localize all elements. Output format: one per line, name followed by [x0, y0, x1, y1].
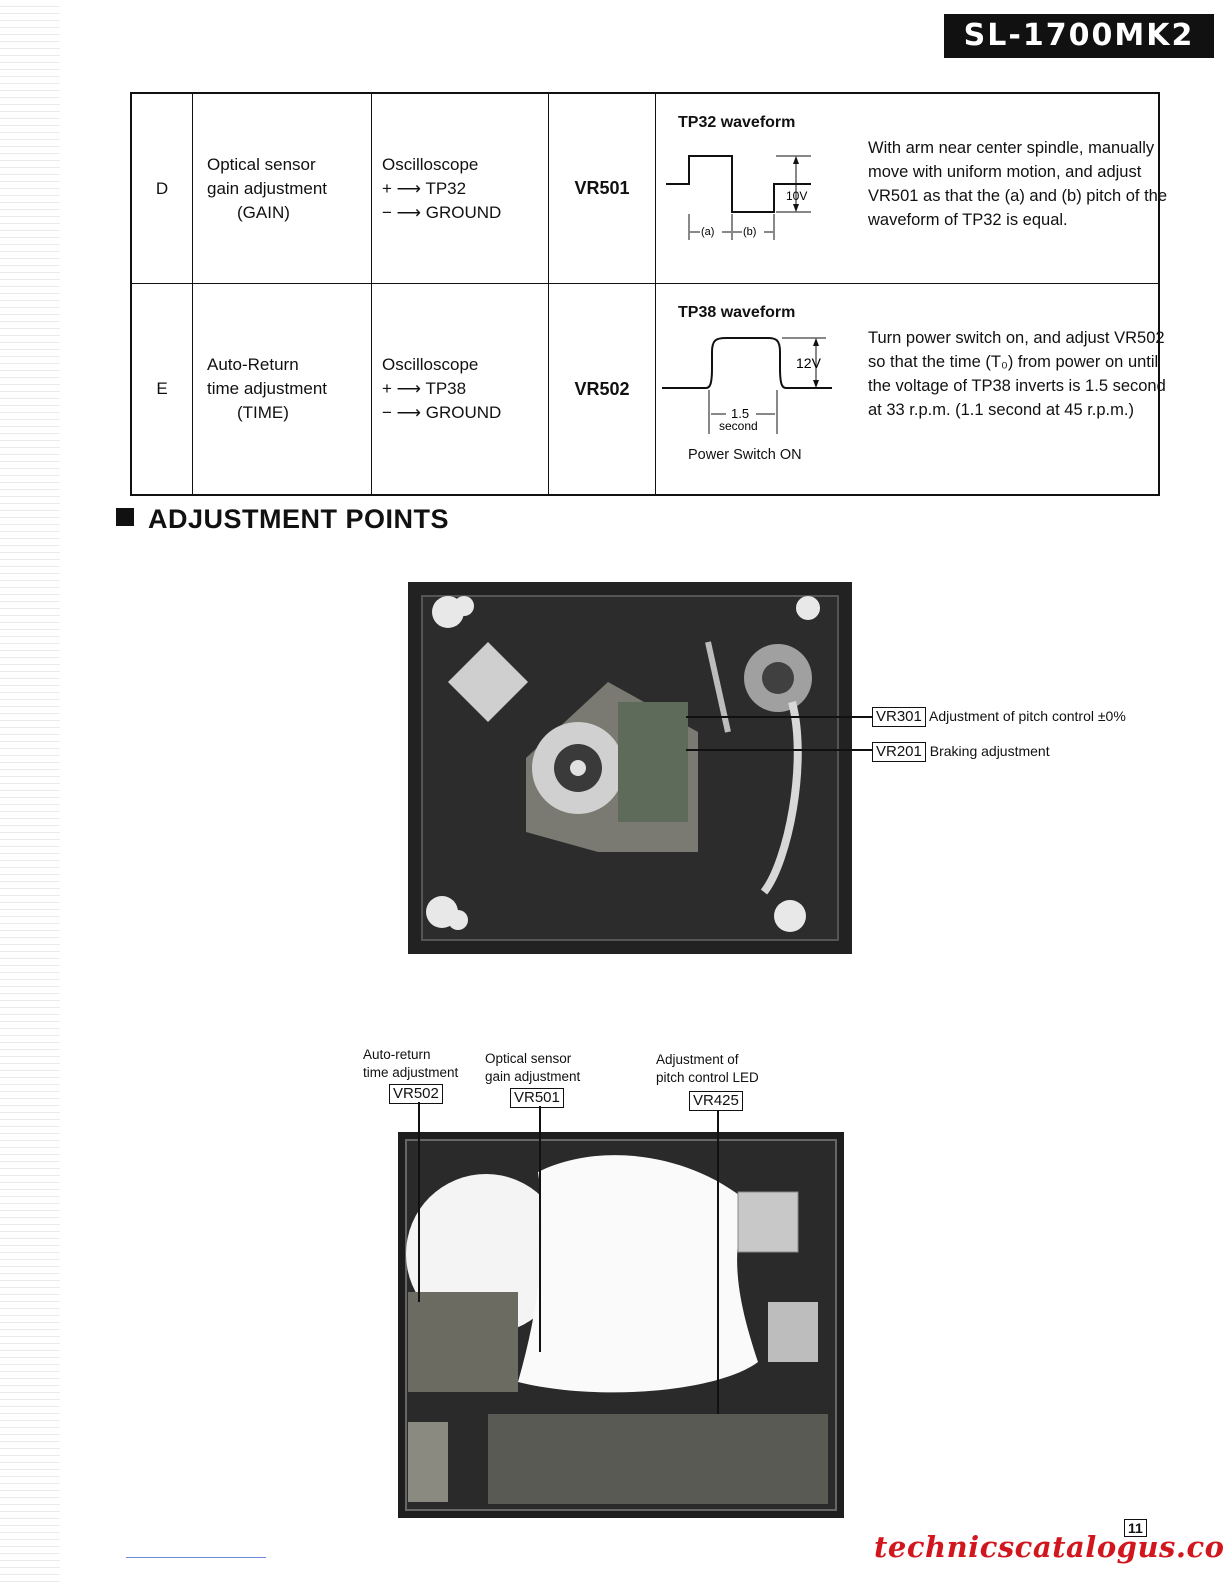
- instrument-line: + ⟶ TP38: [382, 379, 467, 399]
- vr502-label: Auto-return time adjustment: [363, 1046, 458, 1082]
- waveform-cell: TP38 waveform 12V 1.5 second Power Switc…: [655, 283, 1166, 496]
- waveform-title: TP32 waveform: [678, 114, 796, 131]
- item-line: time adjustment: [207, 379, 327, 399]
- vr201-leader-line: [686, 749, 872, 751]
- vr201-label: Braking adjustment: [929, 743, 1050, 759]
- instrument-line: Oscilloscope: [382, 154, 479, 174]
- step-cell: E: [130, 283, 193, 496]
- item-cell: Auto-Return time adjustment (TIME): [192, 283, 372, 496]
- item-line: (GAIN): [237, 202, 290, 222]
- vr501-callout: VR501: [510, 1088, 564, 1108]
- vr502-callout: VR502: [389, 1084, 443, 1104]
- waveform-title: TP38 waveform: [678, 304, 796, 322]
- vr301-leader-line: [686, 716, 872, 718]
- vr501-tag: VR501: [510, 1088, 564, 1108]
- pitch-a-label: (a): [701, 226, 714, 238]
- vr301-callout: VR301 Adjustment of pitch control ±0%: [872, 707, 1126, 727]
- label-line: Adjustment of: [656, 1052, 739, 1067]
- scan-margin-noise: [0, 0, 60, 1584]
- model-badge: SL-1700MK2: [944, 14, 1214, 58]
- instrument-cell: Oscilloscope + ⟶ TP32 − ⟶ GROUND: [371, 92, 549, 285]
- section-title-text: ADJUSTMENT POINTS: [148, 504, 450, 534]
- vr501-leader-line: [539, 1106, 541, 1352]
- tp38-waveform-diagram: 12V 1.5 second: [662, 337, 832, 435]
- vr301-tag: VR301: [872, 707, 926, 727]
- footer-rule: [126, 1557, 266, 1558]
- vr425-label: Adjustment of pitch control LED: [656, 1051, 759, 1087]
- instrument-line: + ⟶ TP32: [382, 178, 467, 198]
- instrument-cell: Oscilloscope + ⟶ TP38 − ⟶ GROUND: [371, 283, 549, 496]
- adjust-cell: VR501: [548, 92, 656, 285]
- vr502-tag: VR502: [389, 1084, 443, 1104]
- label-line: Auto-return: [363, 1047, 431, 1062]
- item-line: Optical sensor: [207, 154, 316, 174]
- bullet-square-icon: [116, 508, 134, 526]
- section-heading: ADJUSTMENT POINTS: [116, 504, 449, 535]
- turntable-top-illustration: [408, 582, 852, 954]
- waveform-description: Turn power switch on, and adjust VR502 s…: [868, 329, 1166, 420]
- waveform-caption: Power Switch ON: [688, 447, 802, 464]
- turntable-top-photo: [408, 582, 852, 954]
- watermark-link[interactable]: technicscatalogus.com: [874, 1530, 1224, 1564]
- label-line: time adjustment: [363, 1065, 459, 1080]
- vr425-leader-line: [717, 1110, 719, 1414]
- voltage-label: 10V: [786, 189, 807, 203]
- pitch-b-label: (b): [743, 226, 756, 238]
- table-row: E Auto-Return time adjustment (TIME) Osc…: [130, 283, 1166, 496]
- vr201-tag: VR201: [872, 742, 926, 762]
- waveform-description: With arm near center spindle, manually m…: [868, 139, 1168, 229]
- instrument-line: − ⟶ GROUND: [382, 403, 502, 423]
- vr201-callout: VR201 Braking adjustment: [872, 742, 1050, 762]
- instrument-line: Oscilloscope: [382, 355, 479, 375]
- vr301-label: Adjustment of pitch control ±0%: [929, 708, 1126, 724]
- page-number: 11: [1124, 1519, 1147, 1537]
- vr425-tag: VR425: [689, 1091, 743, 1111]
- label-line: pitch control LED: [656, 1070, 759, 1085]
- voltage-label: 12V: [796, 355, 822, 371]
- item-cell: Optical sensor gain adjustment (GAIN): [192, 92, 372, 285]
- adjustment-table: D Optical sensor gain adjustment (GAIN) …: [130, 92, 1167, 496]
- time-unit-label: second: [719, 419, 758, 433]
- vr502-leader-line: [418, 1102, 420, 1302]
- item-line: Auto-Return: [207, 355, 299, 375]
- step-cell: D: [130, 92, 193, 285]
- label-line: Optical sensor: [485, 1051, 572, 1066]
- waveform-cell: TP32 waveform 10V (a) (b) With arm near: [655, 92, 1167, 285]
- table-row: D Optical sensor gain adjustment (GAIN) …: [130, 92, 1167, 285]
- vr501-label: Optical sensor gain adjustment: [485, 1050, 580, 1086]
- chassis-bottom-photo: [398, 1132, 844, 1518]
- tp32-waveform-diagram: 10V (a) (b): [666, 155, 811, 240]
- chassis-bottom-illustration: [398, 1132, 844, 1518]
- adjust-cell: VR502: [548, 283, 656, 496]
- vr425-callout: VR425: [689, 1091, 743, 1111]
- instrument-line: − ⟶ GROUND: [382, 202, 502, 222]
- item-line: gain adjustment: [207, 178, 328, 198]
- label-line: gain adjustment: [485, 1069, 581, 1084]
- item-line: (TIME): [237, 403, 289, 423]
- time-label: 1.5: [731, 406, 749, 421]
